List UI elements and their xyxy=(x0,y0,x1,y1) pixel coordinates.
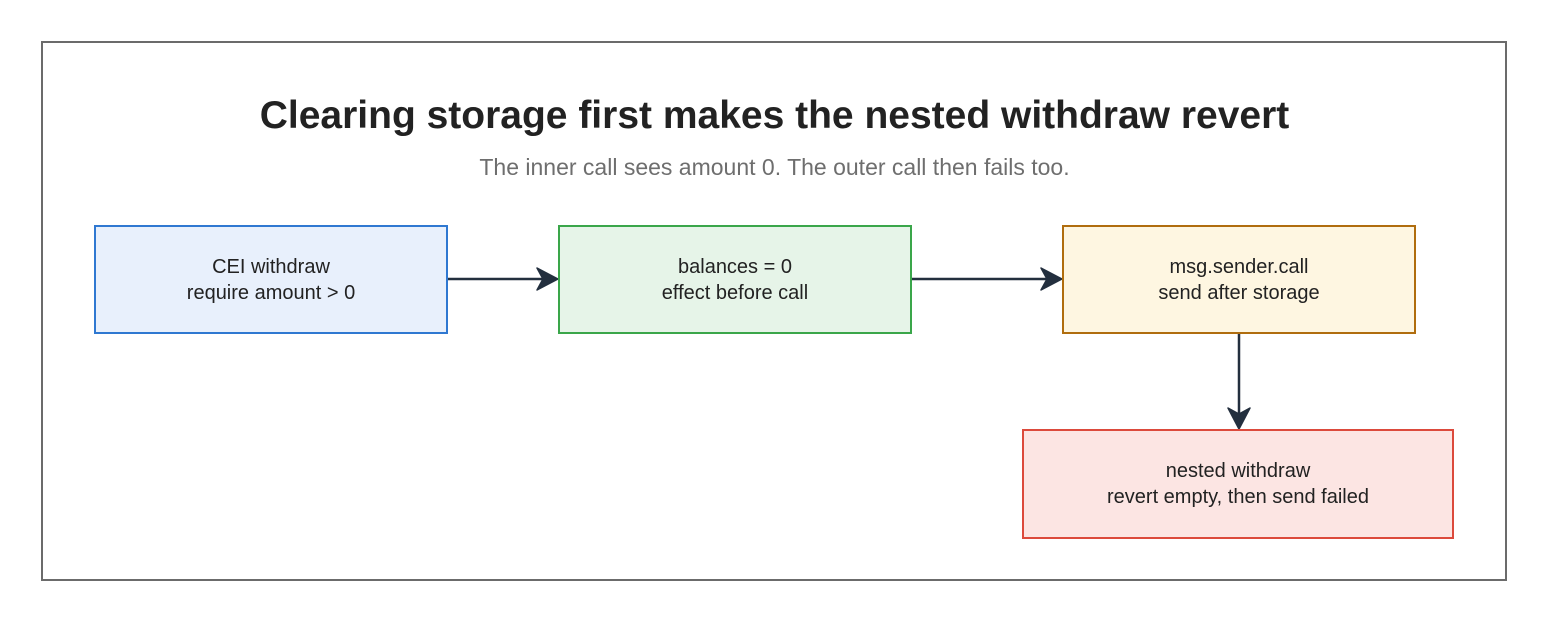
node-sender-call-line1: msg.sender.call xyxy=(1169,255,1309,278)
node-cei-withdraw: CEI withdraw require amount > 0 xyxy=(94,225,448,334)
node-balances-zero-line2: effect before call xyxy=(661,281,809,304)
node-sender-call: msg.sender.call send after storage xyxy=(1062,225,1416,334)
node-sender-call-line2: send after storage xyxy=(1158,281,1320,304)
diagram-subtitle: The inner call sees amount 0. The outer … xyxy=(479,154,1070,180)
node-nested-withdraw-line1: nested withdraw xyxy=(1165,460,1311,482)
diagram-title: Clearing storage first makes the nested … xyxy=(259,94,1290,137)
node-balances-zero-line1: balances = 0 xyxy=(678,255,792,278)
node-balances-zero: balances = 0 effect before call xyxy=(558,225,912,334)
node-cei-withdraw-line2: require amount > 0 xyxy=(186,281,356,304)
node-nested-withdraw-line2: revert empty, then send failed xyxy=(1107,486,1369,508)
node-nested-withdraw: nested withdraw revert empty, then send … xyxy=(1022,429,1454,539)
node-cei-withdraw-line1: CEI withdraw xyxy=(212,255,330,278)
